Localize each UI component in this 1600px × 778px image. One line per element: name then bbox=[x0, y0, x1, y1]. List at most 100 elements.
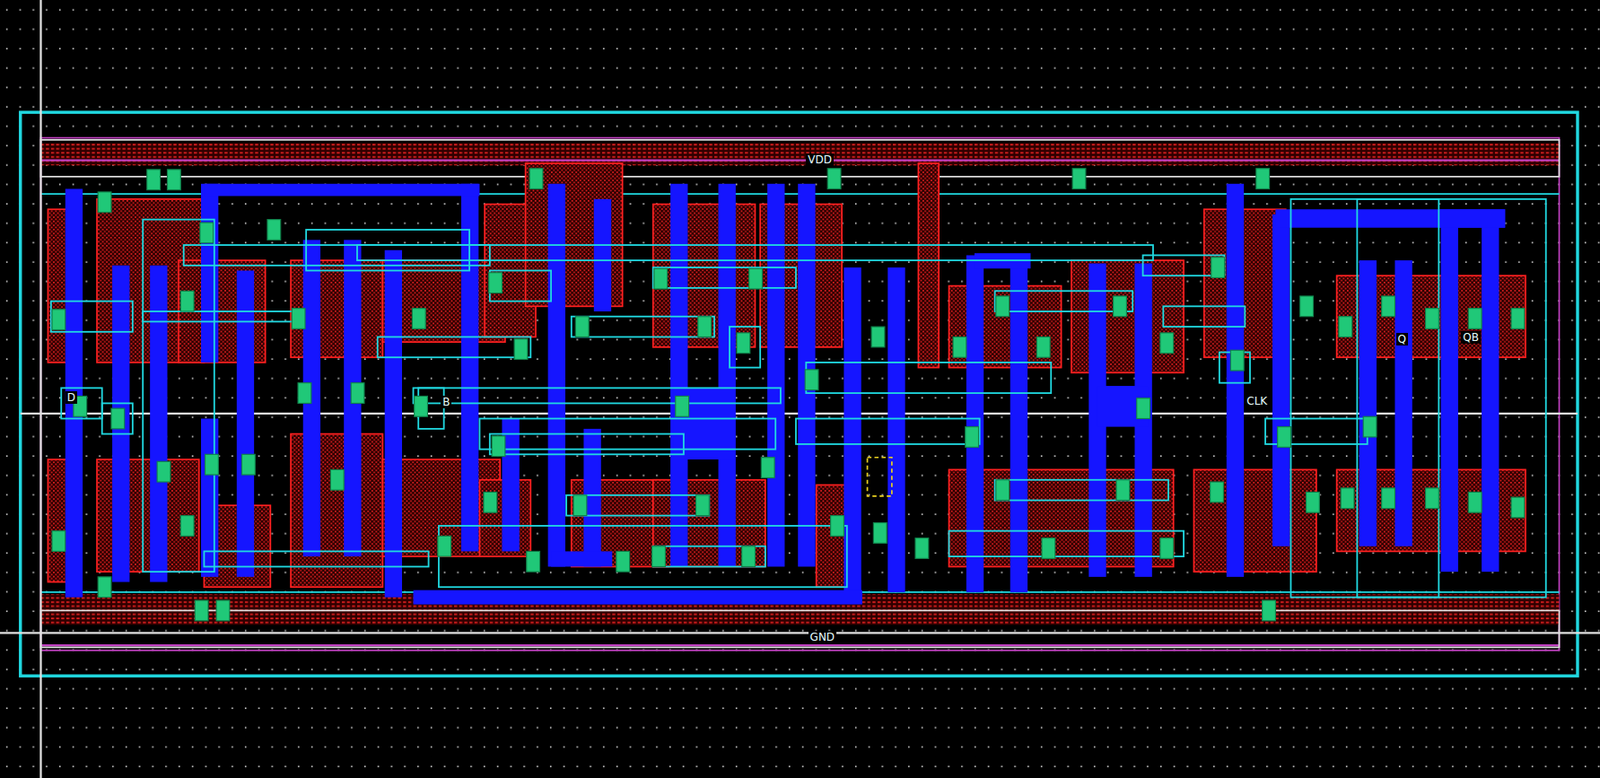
metal-wire bbox=[566, 495, 709, 516]
contact-cut bbox=[915, 538, 929, 560]
poly-gate bbox=[201, 183, 219, 363]
contact-cut bbox=[1211, 257, 1225, 279]
contact-cut bbox=[529, 168, 543, 190]
contact-cut bbox=[736, 332, 751, 354]
poly-gate bbox=[670, 183, 688, 568]
contact bbox=[52, 168, 1525, 621]
contact-cut bbox=[267, 219, 281, 241]
contact-cut bbox=[1136, 398, 1151, 420]
contact-cut bbox=[526, 550, 541, 572]
poly-gate bbox=[1272, 214, 1290, 547]
contact-cut bbox=[97, 577, 112, 598]
contact-cut bbox=[111, 408, 125, 429]
contact-cut bbox=[411, 308, 426, 330]
contact-cut bbox=[575, 316, 589, 338]
contact-cut bbox=[297, 383, 312, 404]
contact-cut bbox=[514, 339, 528, 360]
contact-cut bbox=[483, 491, 498, 513]
contact-cut bbox=[1363, 416, 1377, 438]
contact-cut bbox=[1468, 308, 1482, 330]
diffusion bbox=[47, 163, 1526, 587]
contact-cut bbox=[180, 290, 194, 312]
contact-cut bbox=[194, 600, 209, 621]
pin-label: CLK bbox=[1244, 394, 1269, 408]
diffusion-region bbox=[949, 286, 1062, 368]
contact-cut bbox=[205, 454, 219, 475]
contact-cut bbox=[965, 427, 980, 448]
contact-cut bbox=[1425, 488, 1440, 509]
metal-wire bbox=[995, 480, 1169, 501]
pin-label: D bbox=[65, 391, 78, 404]
contact-cut bbox=[1425, 308, 1440, 330]
contact-cut bbox=[827, 168, 841, 190]
contact-cut bbox=[97, 192, 112, 213]
contact-cut bbox=[180, 515, 194, 537]
contact-cut bbox=[350, 383, 365, 404]
pin-label: VDD bbox=[805, 153, 834, 167]
contact-cut bbox=[491, 436, 506, 457]
contact-cut bbox=[652, 546, 666, 568]
vdd-rail bbox=[40, 142, 1559, 166]
contact-cut bbox=[830, 515, 845, 537]
contact-cut bbox=[1230, 349, 1244, 371]
metal-wire bbox=[571, 316, 715, 338]
contact-cut bbox=[871, 326, 885, 348]
metal-wire bbox=[653, 546, 766, 568]
contact-cut bbox=[52, 531, 66, 552]
poly-gate bbox=[384, 250, 403, 598]
contact-cut bbox=[216, 600, 230, 621]
contact-cut bbox=[147, 169, 161, 191]
metal-wire bbox=[653, 267, 796, 289]
metal-wire bbox=[51, 301, 133, 333]
diffusion-region bbox=[1193, 469, 1316, 572]
metal-wire bbox=[203, 550, 429, 567]
poly-gate bbox=[767, 183, 785, 568]
poly-gate bbox=[1359, 260, 1377, 547]
contact-cut bbox=[157, 461, 171, 482]
contact-cut bbox=[573, 495, 587, 516]
nwell-outline bbox=[40, 138, 1559, 651]
contact-cut bbox=[166, 169, 181, 191]
metal-wire bbox=[102, 402, 133, 434]
contact-cut bbox=[200, 222, 214, 244]
diffusion-region bbox=[1071, 260, 1184, 373]
contact-cut bbox=[437, 535, 452, 557]
poly-strap bbox=[550, 550, 613, 567]
poly-gate bbox=[65, 188, 83, 597]
poly-gate bbox=[966, 254, 984, 592]
metal-wire bbox=[795, 418, 980, 444]
contact-cut bbox=[1041, 538, 1056, 560]
poly-gate bbox=[149, 265, 167, 583]
contact-cut bbox=[953, 336, 967, 358]
poly-gate bbox=[718, 183, 736, 568]
contact-cut bbox=[1256, 168, 1270, 190]
poly-gate bbox=[1394, 260, 1412, 547]
poly-gate bbox=[1441, 214, 1459, 572]
contact-cut bbox=[330, 469, 344, 490]
pin-label: QB bbox=[1460, 331, 1481, 344]
diffusion-region bbox=[653, 480, 766, 568]
metal-wire bbox=[61, 387, 102, 419]
poly-gate bbox=[594, 199, 612, 312]
contact-cut bbox=[1072, 168, 1086, 190]
contact-cut bbox=[1340, 488, 1355, 509]
contact-cut bbox=[804, 369, 819, 391]
contact-cut bbox=[414, 395, 429, 417]
metal-wire bbox=[377, 336, 532, 358]
contact-cut bbox=[698, 316, 712, 338]
metal-wire bbox=[729, 326, 761, 368]
contact-cut bbox=[696, 495, 710, 516]
metal-wire bbox=[183, 244, 490, 266]
metal-wire bbox=[1356, 199, 1439, 598]
metal-wire bbox=[142, 219, 215, 573]
contact-cut bbox=[1381, 488, 1396, 509]
contact-cut bbox=[760, 457, 775, 479]
contact-cut bbox=[1262, 600, 1277, 621]
contact-cut bbox=[742, 546, 756, 568]
poly-gate bbox=[887, 267, 905, 593]
metal-wire bbox=[1162, 306, 1245, 327]
contact-cut bbox=[616, 550, 630, 572]
